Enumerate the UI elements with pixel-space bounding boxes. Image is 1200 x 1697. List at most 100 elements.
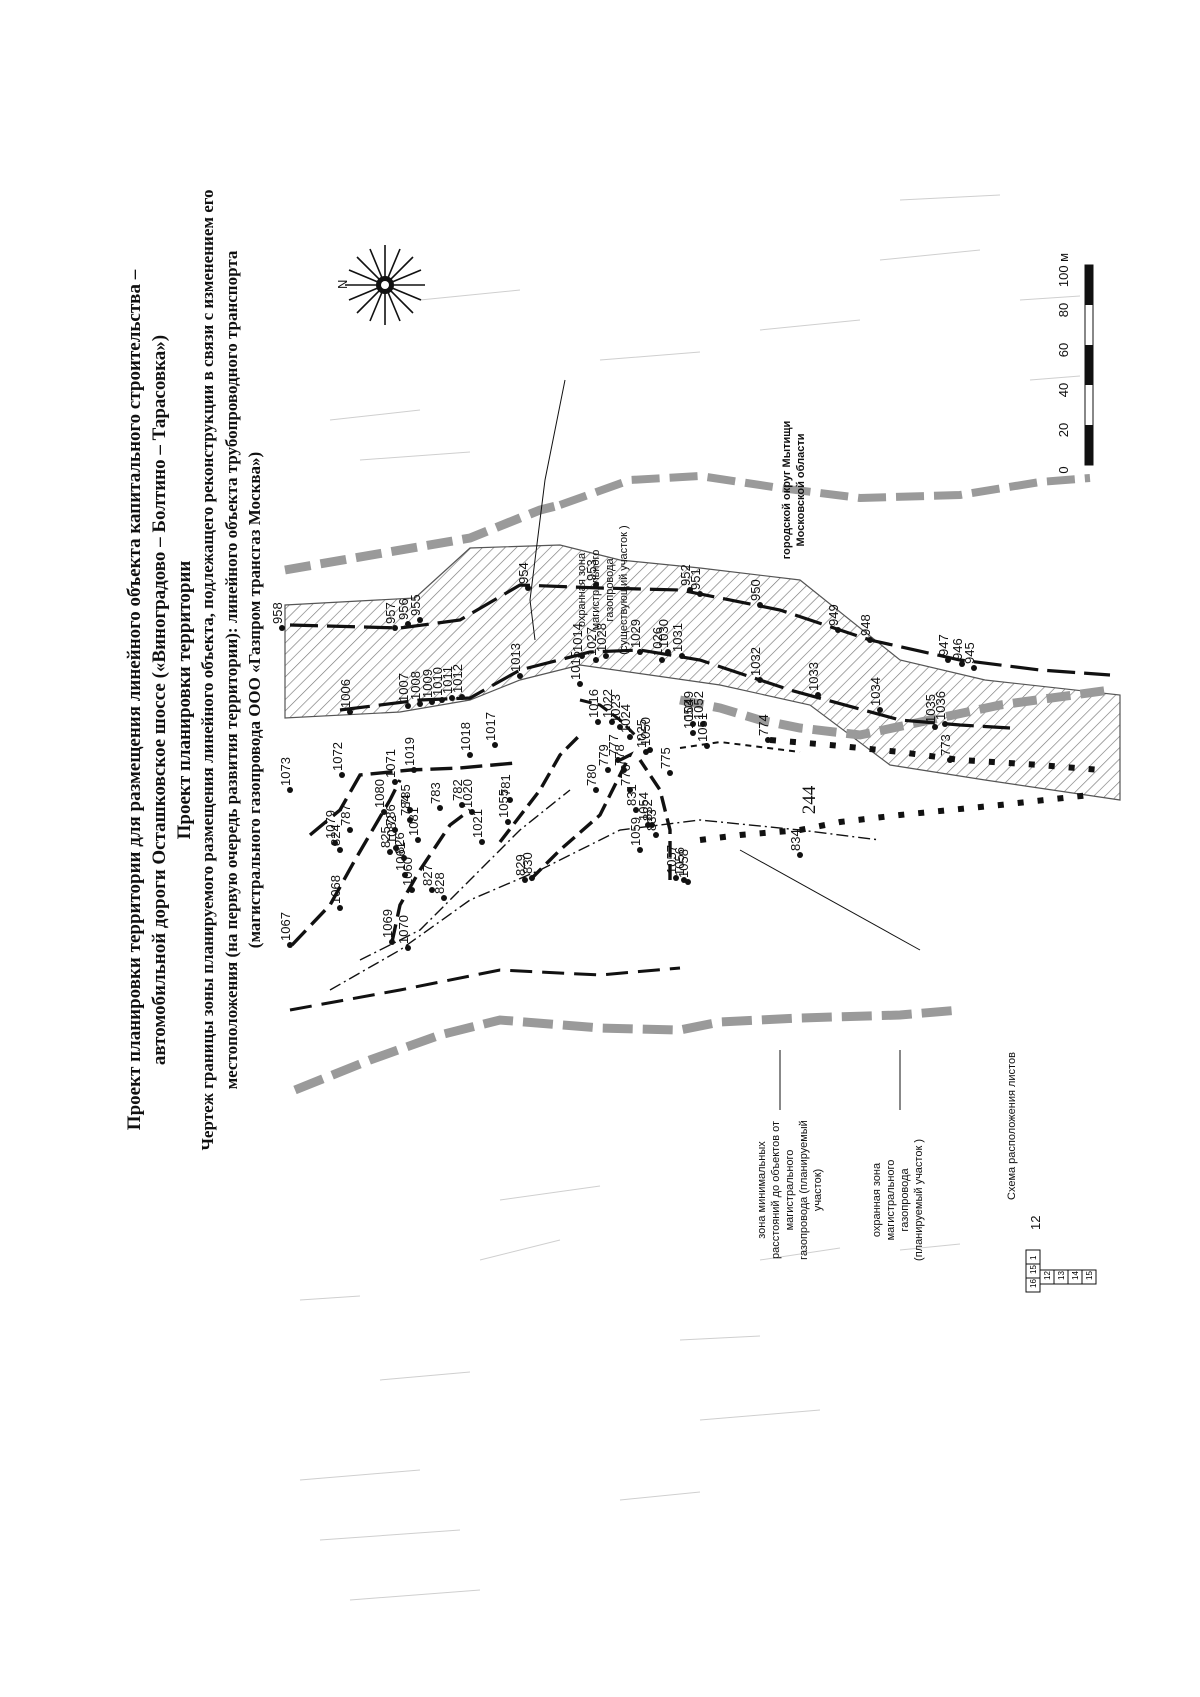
point-marker	[417, 617, 423, 623]
point-label: 1032	[748, 647, 763, 676]
legend-line: газопровода	[899, 1168, 911, 1232]
point-marker	[337, 905, 343, 911]
point-marker	[877, 707, 883, 713]
scale-tick-label: 60	[1056, 343, 1071, 357]
point-1007: 1007	[396, 673, 411, 709]
point-1055: 1055	[496, 789, 511, 825]
point-1060: 1060	[400, 857, 415, 893]
point-1028: 1028	[594, 623, 609, 659]
point-marker	[605, 767, 611, 773]
point-1006: 1006	[338, 679, 353, 715]
point-label: 832	[640, 799, 655, 821]
point-marker	[667, 770, 673, 776]
point-marker	[577, 681, 583, 687]
point-1071: 1071	[383, 749, 398, 785]
point-label: 827	[420, 864, 435, 886]
line-834	[699, 792, 1091, 843]
point-1025: 1025	[634, 719, 649, 755]
point-marker	[757, 677, 763, 683]
line-1021-1024	[498, 733, 582, 844]
pipeline-lines	[289, 583, 1111, 991]
point-marker	[459, 802, 465, 808]
point-1031: 1031	[670, 623, 685, 659]
point-1079: 1079	[323, 810, 338, 846]
point-label: 958	[270, 602, 285, 624]
point-1024: 1024	[618, 704, 633, 740]
sheet-cell-label: 16	[1029, 1279, 1038, 1288]
point-label: 1030	[656, 619, 671, 648]
point-label: 954	[516, 562, 531, 584]
point-marker	[393, 845, 399, 851]
sheet-scheme-number: 12	[1028, 1216, 1043, 1230]
point-marker	[439, 697, 445, 703]
point-label: 1079	[323, 810, 338, 839]
point-marker	[627, 787, 633, 793]
point-marker	[593, 787, 599, 793]
point-marker	[700, 721, 706, 727]
point-marker	[347, 827, 353, 833]
leader-lines	[529, 379, 921, 1110]
line-830-777	[528, 751, 634, 882]
point-824: 824	[328, 824, 343, 853]
point-label: 1021	[470, 809, 485, 838]
point-1050: 1050	[638, 717, 653, 753]
point-label: 1036	[933, 691, 948, 720]
point-marker	[332, 840, 338, 846]
point-label: 1051	[695, 713, 710, 742]
line-958-945	[289, 583, 1111, 677]
point-782: 782	[450, 779, 465, 808]
legend-line: магистрального	[885, 1160, 897, 1241]
point-marker	[945, 657, 951, 663]
point-827: 827	[420, 864, 435, 893]
point-marker	[697, 591, 703, 597]
point-831: 831	[624, 784, 639, 813]
point-label: 1069	[380, 909, 395, 938]
scale-tick-label: 0	[1056, 466, 1071, 473]
point-marker	[529, 875, 535, 881]
point-marker	[959, 661, 965, 667]
point-marker	[593, 657, 599, 663]
point-marker	[665, 649, 671, 655]
point-label: 1081	[406, 807, 421, 836]
point-label: 1050	[638, 717, 653, 746]
scale-tick-label: 100 м	[1056, 253, 1071, 287]
point-label: 957	[383, 602, 398, 624]
point-marker	[415, 837, 421, 843]
point-label: 1035	[923, 694, 938, 723]
point-785: 785	[398, 784, 413, 813]
point-marker	[492, 742, 498, 748]
point-label: 826	[392, 832, 407, 854]
point-950: 950	[748, 579, 763, 608]
point-marker	[287, 942, 293, 948]
point-1035: 1035	[923, 694, 938, 730]
point-774: 774	[756, 714, 771, 743]
point-label: 1067	[278, 912, 293, 941]
point-marker	[517, 673, 523, 679]
point-marker	[405, 621, 411, 627]
legend-line: участок)	[812, 1169, 824, 1211]
point-label: 1029	[628, 619, 643, 648]
point-1010: 1010	[430, 667, 445, 703]
point-marker	[401, 855, 407, 861]
point-1029: 1029	[628, 619, 643, 655]
point-label: 828	[432, 872, 447, 894]
min-distance-boundary-south	[289, 966, 681, 1012]
point-1023: 1023	[608, 694, 623, 730]
point-label: 1059	[628, 817, 643, 846]
point-marker	[797, 852, 803, 858]
point-958: 958	[270, 602, 285, 631]
point-label: 1024	[618, 704, 633, 733]
point-marker	[469, 809, 475, 815]
point-779: 779	[596, 744, 611, 773]
point-label: 775	[658, 747, 673, 769]
point-label: 1034	[868, 677, 883, 706]
point-label: 1058	[676, 849, 691, 878]
sheet-cell-label: 1	[1029, 1255, 1038, 1260]
point-833: 833	[644, 809, 659, 838]
point-marker	[704, 743, 710, 749]
point-marker	[429, 699, 435, 705]
sheet-cell-label: 13	[1057, 1271, 1066, 1280]
